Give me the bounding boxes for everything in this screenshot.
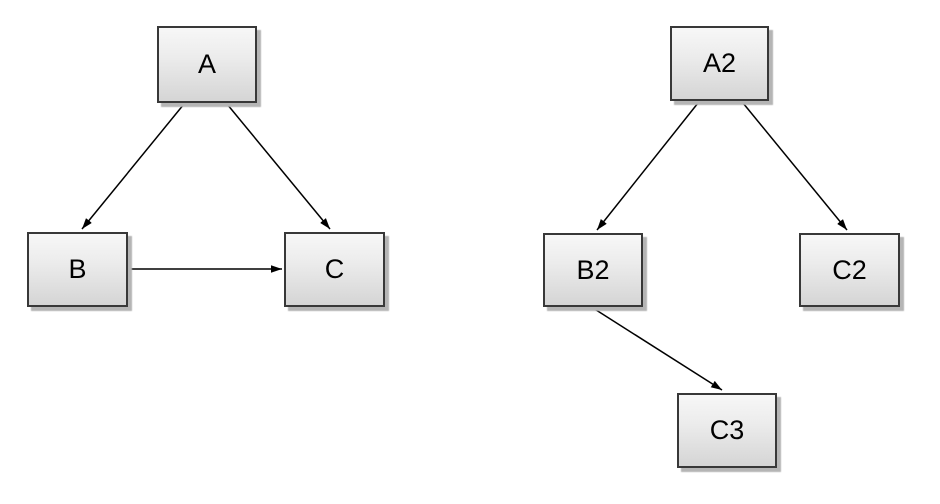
node-C2-label: C2 <box>832 254 867 285</box>
edge-A-to-C <box>226 103 331 230</box>
edge-A2-to-B2 <box>596 102 699 231</box>
edge-A-to-B <box>81 103 185 230</box>
node-A-label: A <box>197 49 216 79</box>
node-A2-label: A2 <box>702 48 737 78</box>
edge-B2-to-C3 <box>592 307 723 391</box>
edge-A2-to-C2 <box>742 102 848 231</box>
node-B: B <box>27 232 128 307</box>
node-A: A <box>157 26 257 103</box>
node-C3-label: C3 <box>709 415 745 445</box>
node-B2-label: B2 <box>576 254 610 285</box>
node-C-label: C <box>324 254 345 284</box>
node-B-label: B <box>68 254 87 284</box>
node-C: C <box>284 232 385 307</box>
node-A2: A2 <box>670 26 769 101</box>
node-C2: C2 <box>799 233 900 307</box>
node-B2: B2 <box>543 233 643 307</box>
node-C3: C3 <box>677 393 777 468</box>
